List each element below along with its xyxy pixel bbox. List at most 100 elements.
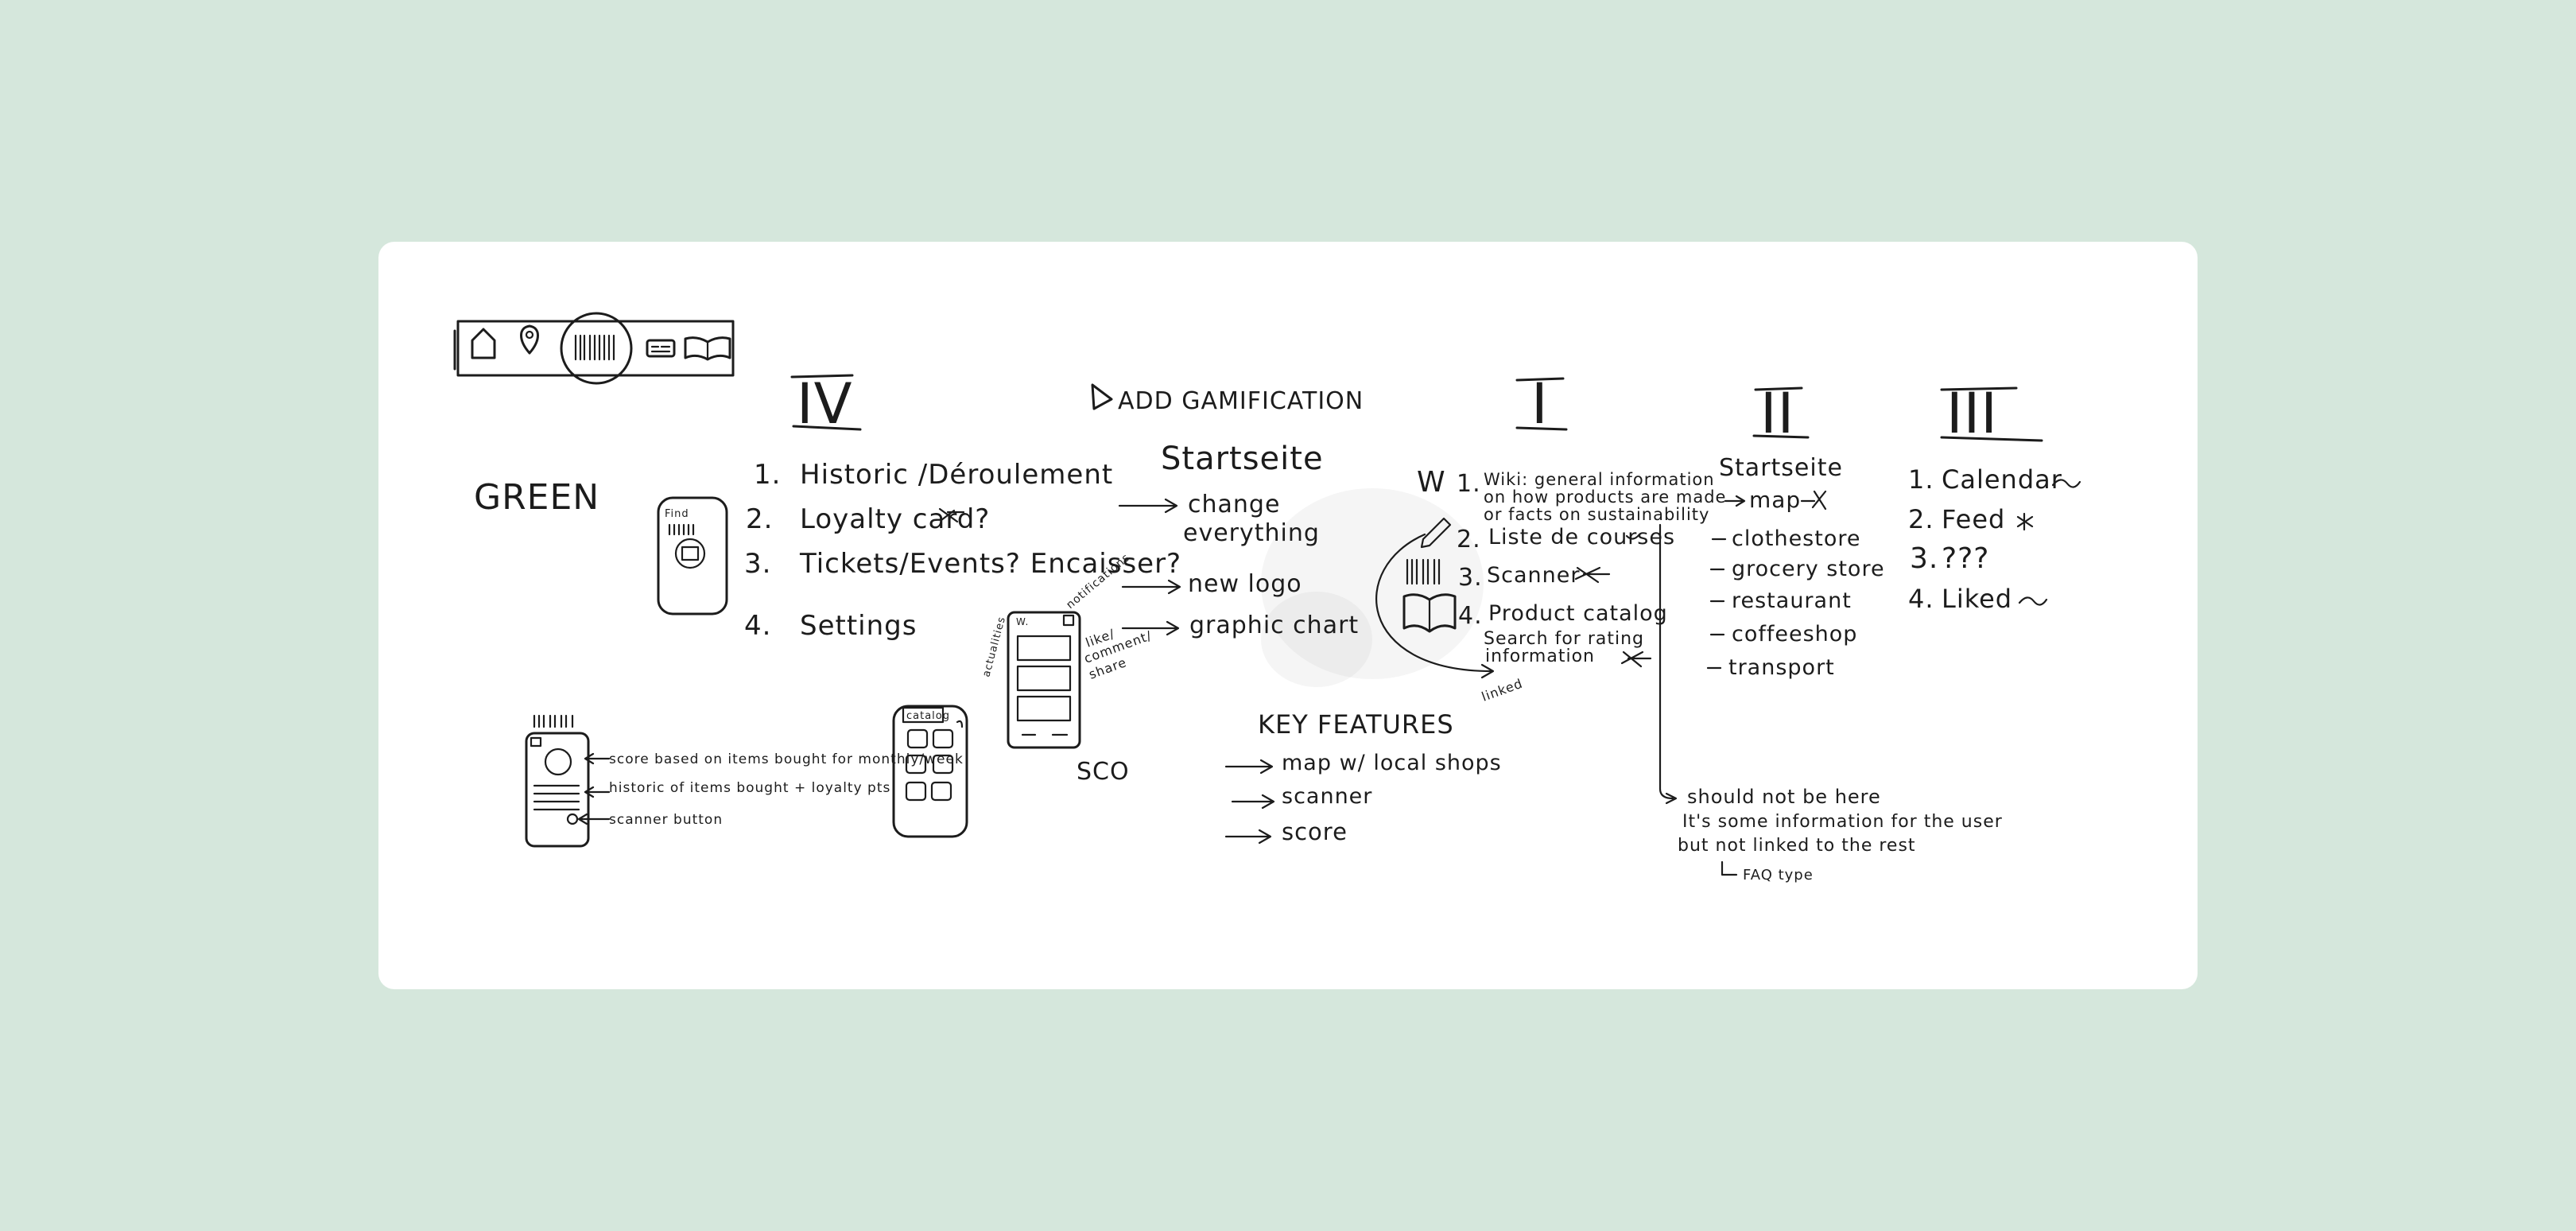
arrow-right-icon xyxy=(1724,495,1746,507)
startseite-title: Startseite xyxy=(1161,441,1324,477)
numeral-iv-heading: IV xyxy=(790,371,862,437)
home-icon xyxy=(471,328,496,359)
svg-text:ADD GAMIFICATION: ADD GAMIFICATION xyxy=(1118,387,1364,415)
list-iii: 1. Calendar 2. Feed 3. ??? 4. Liked xyxy=(1908,464,2081,614)
svg-text:grocery store: grocery store xyxy=(1732,557,1885,581)
arrow-right-icon xyxy=(1118,498,1178,514)
barcode-scanner-icon xyxy=(560,312,633,385)
svg-text:2.: 2. xyxy=(1457,526,1481,553)
svg-text:1.: 1. xyxy=(1457,470,1481,498)
pencil-icon xyxy=(1420,517,1452,549)
arrow-right-icon xyxy=(1224,829,1272,845)
svg-text:but not linked to the rest: but not linked to the rest xyxy=(1678,836,1916,856)
ticket-card-icon xyxy=(646,339,676,358)
add-gamification-note: ADD GAMIFICATION xyxy=(1091,383,1364,415)
svg-text:restaurant: restaurant xyxy=(1732,588,1852,613)
svg-text:Wiki: general information: Wiki: general information xyxy=(1484,470,1715,489)
list-ii: Startseite map clothestore grocery store… xyxy=(1706,454,1885,680)
book-icon xyxy=(1402,593,1457,633)
svg-text:graphic chart: graphic chart xyxy=(1189,612,1359,639)
crossed-out-star-icon xyxy=(938,507,965,523)
list-iv-item: Loyalty card? xyxy=(800,503,990,535)
list-iv-num: 3. xyxy=(744,548,771,580)
svg-text:coffeeshop: coffeeshop xyxy=(1732,622,1857,647)
svg-text:new logo: new logo xyxy=(1188,570,1302,598)
svg-text:Feed: Feed xyxy=(1942,504,2005,534)
linked-note: linked xyxy=(1480,676,1525,705)
svg-text:clothestore: clothestore xyxy=(1732,526,1860,551)
svg-text:information: information xyxy=(1485,647,1595,666)
svg-text:FAQ type: FAQ type xyxy=(1743,867,1814,883)
key-features-title: KEY FEATURES xyxy=(1258,709,1454,740)
curved-link-line xyxy=(1375,533,1493,673)
list-iv-item: Settings xyxy=(800,610,917,642)
svg-text:I: I xyxy=(1531,371,1549,437)
svg-text:Liked: Liked xyxy=(1942,584,2012,614)
svg-text:change: change xyxy=(1188,491,1280,518)
svg-text:III: III xyxy=(1946,381,1998,446)
crossed-out-star-icon xyxy=(1620,650,1652,668)
svg-text:or facts on sustainability: or facts on sustainability xyxy=(1484,505,1709,524)
svg-text:3.: 3. xyxy=(1458,564,1483,592)
svg-text:2.: 2. xyxy=(1908,504,1934,534)
arrow-right-icon xyxy=(1121,579,1181,595)
list-iv-item: Historic /Déroulement xyxy=(800,459,1113,491)
svg-text:Product catalog: Product catalog xyxy=(1488,601,1668,626)
svg-text:It's some information for the: It's some information for the user xyxy=(1682,812,2003,832)
phone-sketch-catalog: catalog xyxy=(892,705,968,838)
startseite-column: Startseite change everything new logo gr… xyxy=(1118,441,1359,639)
location-pin-icon xyxy=(520,324,539,355)
svg-text:1.: 1. xyxy=(1908,464,1934,495)
list-iv: 1. Historic /Déroulement 2. Loyalty card… xyxy=(744,459,1181,642)
svg-text:Calendar: Calendar xyxy=(1942,464,2062,495)
whiteboard-sketch: IV I II III ADD GAMIFICATION GREEN Find … xyxy=(453,312,2081,883)
svg-text:3.: 3. xyxy=(1910,542,1938,575)
numeral-iii-heading: III xyxy=(1940,381,2043,446)
svg-text:scanner button: scanner button xyxy=(609,812,723,828)
barcode-icon xyxy=(533,714,574,728)
tilde-mark xyxy=(2051,479,2081,488)
svg-text:score based on items bought fo: score based on items bought for monthly/… xyxy=(609,751,964,767)
svg-text:on how products are made: on how products are made xyxy=(1484,487,1726,507)
note-sco: SCO xyxy=(1077,758,1130,786)
svg-text:4.: 4. xyxy=(1458,602,1483,630)
svg-text:4.: 4. xyxy=(1908,584,1934,614)
star-icon xyxy=(2016,512,2034,531)
tilde-mark xyxy=(2018,596,2048,606)
tilde-mark xyxy=(1625,533,1641,540)
svg-text:W.: W. xyxy=(1016,616,1029,627)
list-iv-item: Tickets/Events? Encaisser? xyxy=(799,548,1181,580)
svg-text:catalog: catalog xyxy=(906,710,950,722)
phone-sketch-small: Find xyxy=(657,496,728,616)
list-ii-title: Startseite xyxy=(1719,454,1843,482)
phone-sketch-score: score based on items bought for monthly/… xyxy=(525,714,964,848)
svg-text:Find: Find xyxy=(665,508,689,520)
svg-text:Scanner: Scanner xyxy=(1487,563,1580,588)
barcode-icon xyxy=(1406,558,1441,585)
svg-text:Liste de courses: Liste de courses xyxy=(1488,525,1675,549)
svg-text:II: II xyxy=(1760,381,1794,446)
list-i-marker: W xyxy=(1417,466,1446,499)
numeral-ii-heading: II xyxy=(1752,381,1810,446)
list-iv-num: 1. xyxy=(754,459,781,491)
svg-text:map w/ local shops: map w/ local shops xyxy=(1282,751,1502,775)
board-smudge xyxy=(1261,592,1372,687)
bent-arrow xyxy=(1721,860,1738,876)
numeral-i-heading: I xyxy=(1515,371,1568,437)
list-iv-num: 2. xyxy=(746,503,773,535)
book-icon xyxy=(684,336,731,361)
svg-text:map: map xyxy=(1749,487,1801,513)
arrow-right-icon xyxy=(1224,759,1274,775)
svg-text:scanner: scanner xyxy=(1282,784,1372,809)
navbar-sketch xyxy=(453,312,735,385)
svg-text:transport: transport xyxy=(1728,655,1835,680)
crossed-out-star-icon xyxy=(1574,566,1611,584)
list-iv-num: 4. xyxy=(744,610,771,642)
note-actualities: actualities xyxy=(980,616,1008,678)
crossed-out-star-icon xyxy=(1800,490,1827,511)
svg-text:IV: IV xyxy=(797,371,853,437)
svg-text:score: score xyxy=(1282,818,1348,845)
key-features: KEY FEATURES map w/ local shops scanner … xyxy=(1224,709,1502,845)
arrow-right-icon xyxy=(1231,794,1275,810)
connector-line xyxy=(1658,523,1674,800)
